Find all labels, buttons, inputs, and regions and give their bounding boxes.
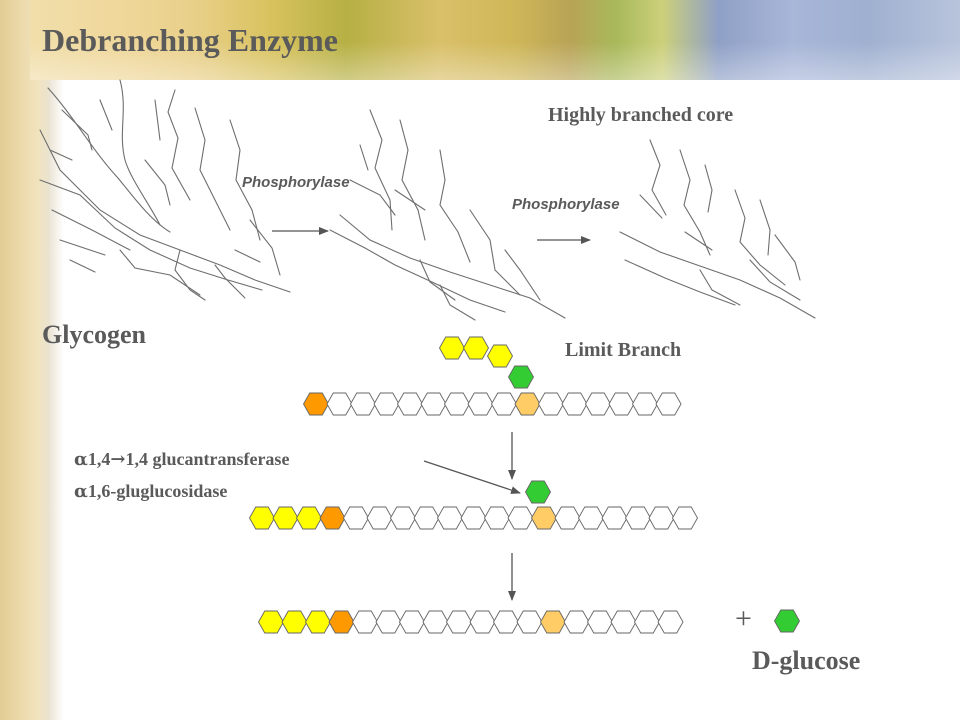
glucose-unit-yellow bbox=[295, 506, 323, 530]
glucose-unit bbox=[420, 392, 447, 416]
glucose-unit bbox=[349, 392, 377, 416]
glucose-unit-yellow bbox=[304, 610, 332, 634]
glucose-unit bbox=[366, 506, 393, 530]
glucose-unit bbox=[460, 506, 487, 530]
glucose-unit bbox=[422, 610, 449, 634]
enzyme-transferase-part-a: 1,4 bbox=[87, 449, 111, 469]
glucose-unit bbox=[443, 392, 471, 416]
glucose-unit-yellow bbox=[272, 506, 299, 530]
glucose-unit bbox=[389, 506, 417, 530]
glucose-unit-yellow bbox=[438, 336, 466, 360]
glucose-unit bbox=[436, 506, 464, 530]
glucose-unit-orange bbox=[328, 610, 355, 634]
glucose-unit bbox=[584, 392, 612, 416]
glucose-unit bbox=[561, 392, 588, 416]
glucose-unit bbox=[671, 506, 699, 530]
enzyme-glucosidase-text: 1,6-gluglucosidase bbox=[87, 481, 228, 501]
glycogen-label: Glycogen bbox=[42, 320, 146, 349]
glucose-unit bbox=[326, 392, 353, 416]
glucose-unit bbox=[586, 610, 614, 634]
glucose-unit bbox=[469, 610, 496, 634]
branch-point-unit bbox=[514, 392, 541, 416]
glucose-unit bbox=[445, 610, 473, 634]
decorative-left-bar bbox=[0, 0, 64, 720]
glucose-unit bbox=[610, 610, 637, 634]
glucose-unit bbox=[655, 392, 682, 416]
glucose-unit bbox=[396, 392, 424, 416]
glucose-unit bbox=[631, 392, 659, 416]
phosphorylase-label-1: Phosphorylase bbox=[242, 174, 350, 191]
glucose-unit-green bbox=[524, 480, 552, 504]
branch-point-unit bbox=[530, 506, 558, 530]
enzyme-transferase-label: α1,4→1,4 glucantransferase bbox=[74, 449, 289, 470]
alpha-symbol: α bbox=[74, 481, 88, 502]
glucose-unit bbox=[657, 610, 684, 634]
glucose-unit bbox=[633, 610, 661, 634]
glucose-unit bbox=[507, 506, 534, 530]
glycogen-molecule-core bbox=[619, 139, 816, 319]
plus-sign: + bbox=[735, 602, 752, 635]
glucose-unit bbox=[490, 392, 518, 416]
glucose-unit bbox=[624, 506, 652, 530]
glucose-unit bbox=[492, 610, 520, 634]
enzyme-transferase-part-b: 1,4 glucantransferase bbox=[125, 449, 290, 469]
glucose-unit-yellow bbox=[257, 610, 285, 634]
glucose-unit bbox=[516, 610, 543, 634]
glucose-unit bbox=[375, 610, 402, 634]
d-glucose-label: D-glucose bbox=[752, 646, 861, 675]
glucose-unit bbox=[413, 506, 440, 530]
glucose-unit bbox=[537, 392, 565, 416]
glucose-unit bbox=[351, 610, 379, 634]
glycogen-molecule-medium bbox=[329, 109, 566, 321]
glucose-unit bbox=[577, 506, 605, 530]
glucose-unit bbox=[373, 392, 400, 416]
glucose-unit-orange bbox=[302, 392, 330, 416]
enzyme-glucosidase-label: α1,6-gluglucosidase bbox=[74, 481, 227, 502]
branch-point-unit bbox=[539, 610, 567, 634]
arrow-right-icon: → bbox=[110, 449, 126, 470]
glucose-unit bbox=[554, 506, 581, 530]
glucose-unit bbox=[563, 610, 590, 634]
glucose-unit bbox=[648, 506, 675, 530]
glucose-unit bbox=[342, 506, 370, 530]
glucose-unit-green bbox=[507, 365, 535, 389]
glucose-unit bbox=[483, 506, 511, 530]
alpha-symbol: α bbox=[74, 449, 88, 470]
glycogen-molecule-large bbox=[39, 79, 291, 301]
highly-branched-core-label: Highly branched core bbox=[548, 104, 734, 126]
glucose-unit-yellow bbox=[248, 506, 276, 530]
glucose-unit-yellow bbox=[281, 610, 308, 634]
decorative-top-band bbox=[30, 0, 960, 80]
glucose-unit-yellow bbox=[462, 336, 490, 360]
glucose-unit bbox=[601, 506, 628, 530]
glucose-unit bbox=[398, 610, 426, 634]
phosphorylase-label-2: Phosphorylase bbox=[512, 196, 620, 213]
glucose-unit bbox=[467, 392, 494, 416]
debranched-chain bbox=[257, 609, 801, 634]
limit-branch-chain bbox=[302, 336, 682, 416]
enzyme-pointer-arrow bbox=[423, 460, 521, 494]
glucose-unit-orange bbox=[319, 506, 346, 530]
slide-title: Debranching Enzyme bbox=[42, 22, 338, 58]
limit-branch-label: Limit Branch bbox=[565, 339, 682, 361]
glucose-unit-yellow bbox=[486, 344, 514, 368]
glucose-unit bbox=[608, 392, 635, 416]
glucose-unit-green bbox=[773, 609, 801, 633]
transferred-chain bbox=[248, 480, 699, 530]
